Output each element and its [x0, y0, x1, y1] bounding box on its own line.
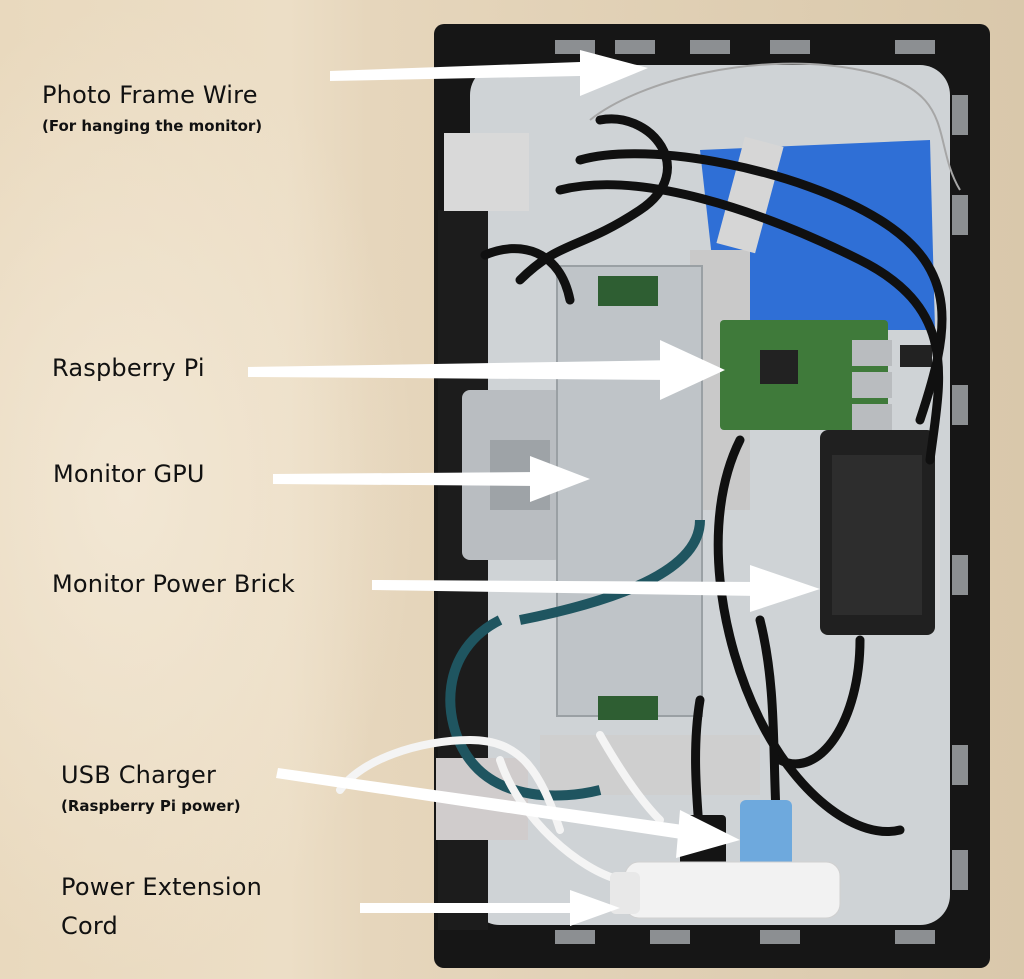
wall-background — [0, 0, 420, 979]
photo-frame-wire — [589, 62, 961, 191]
power-extension-cord-label-line1: Power Extension — [61, 873, 263, 901]
usb-charger-note: (Raspberry Pi power) — [61, 797, 241, 815]
usb-charger-label: USB Charger — [61, 761, 217, 789]
photo-frame-wire-label: Photo Frame Wire — [42, 81, 258, 109]
power-extension-cord-label-line2: Cord — [61, 912, 118, 940]
arrow-monitor-power-brick — [372, 565, 820, 612]
monitor-gpu-label: Monitor GPU — [53, 460, 205, 488]
annotation-arrows — [248, 50, 820, 926]
hdmi-cable — [445, 615, 602, 801]
arrow-photo-frame-wire — [330, 50, 648, 96]
raspberry-pi-board — [720, 320, 888, 430]
foil-patch — [444, 133, 529, 211]
power-extension-cord — [624, 861, 841, 919]
arrow-power-extension-cord — [360, 890, 620, 926]
photo-frame-wire-note: (For hanging the monitor) — [42, 117, 263, 135]
arrow-monitor-gpu — [273, 456, 590, 502]
monitor-gpu-box — [556, 265, 703, 717]
raspberry-pi-label: Raspberry Pi — [52, 354, 205, 382]
arrow-usb-charger — [276, 768, 740, 858]
monitor-power-brick-label: Monitor Power Brick — [52, 570, 295, 598]
arrow-raspberry-pi — [248, 340, 725, 400]
